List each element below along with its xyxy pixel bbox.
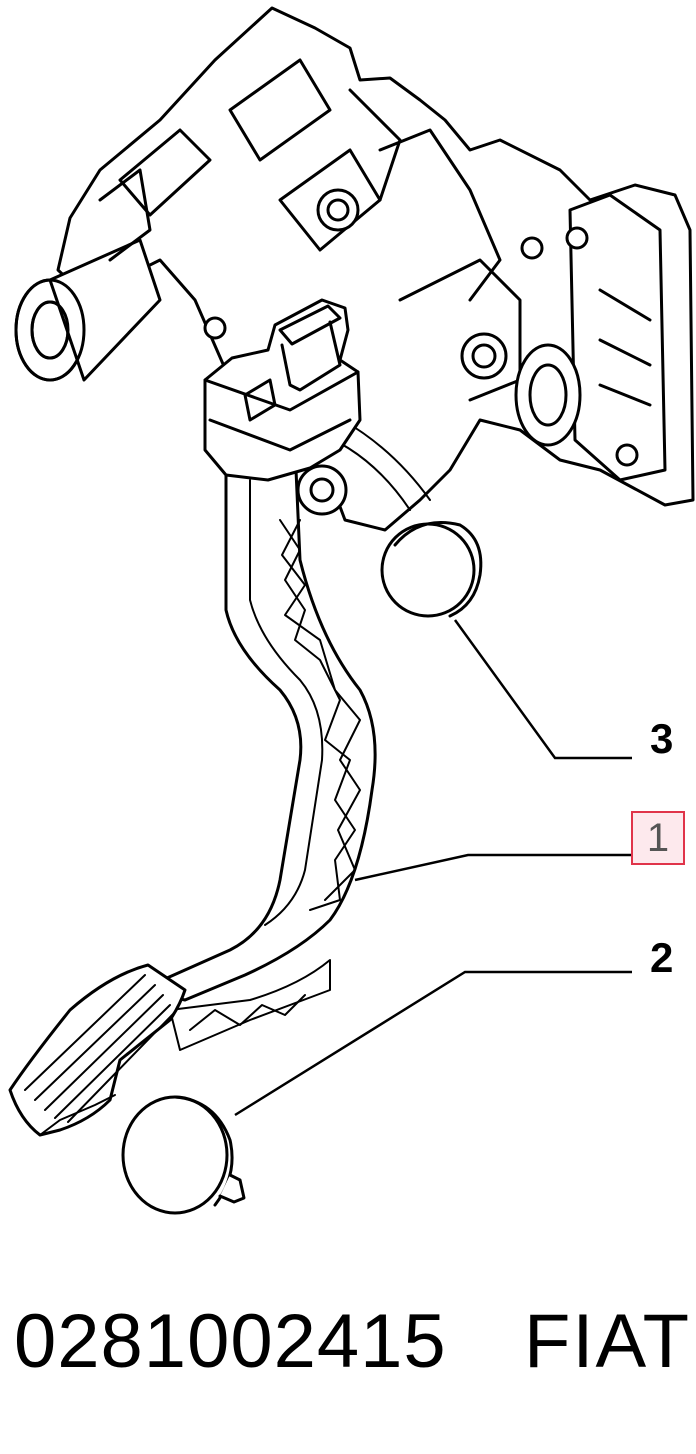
bump-stop-part-3: [380, 521, 483, 618]
pedal-sensor-connector: [203, 298, 362, 516]
pedal-arm: [138, 468, 377, 1051]
leader-line-2: [234, 970, 632, 1117]
caption: 0281002415 FIAT: [0, 1298, 696, 1388]
callout-label-2: 2: [650, 934, 674, 981]
leader-line-3: [453, 619, 632, 760]
pedal-stop-part-2: [121, 1095, 246, 1215]
callout-label-1-highlighted[interactable]: 1: [631, 811, 685, 865]
leader-line-1: [354, 853, 632, 882]
callout-label-3: 3: [650, 715, 674, 762]
pedal-pad: [8, 963, 187, 1137]
mounting-bracket: [14, 6, 695, 532]
brand-name: FIAT: [524, 1299, 692, 1384]
part-number: 0281002415: [14, 1299, 447, 1384]
